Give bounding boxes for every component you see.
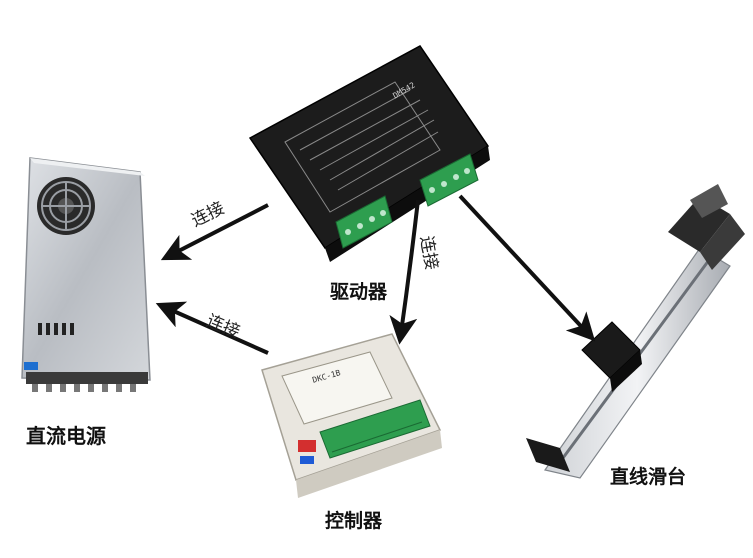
power-terminal-strip: [26, 372, 148, 392]
controller-terminal-block: [319, 399, 431, 459]
linear-stage-label: 直线滑台: [610, 466, 687, 488]
stepper-motor: [668, 184, 745, 270]
driver-label-panel: [284, 81, 441, 213]
driver-terminal-left: [335, 195, 393, 249]
dip-switch: [298, 440, 316, 464]
driver-node: [248, 45, 490, 262]
brand-mark: [24, 362, 38, 370]
controller-label-panel: [281, 351, 393, 425]
power-supply-node: [21, 157, 151, 392]
arrow-driver-to-stage: [458, 194, 596, 342]
driver-label: 驱动器: [330, 281, 388, 303]
vent-slots: [38, 323, 74, 335]
arrow-driver-to-power: [160, 203, 269, 261]
power-supply-label: 直流电源: [26, 424, 106, 448]
linear-stage-node: [526, 184, 745, 479]
fan-icon: [37, 177, 95, 235]
stage-end-block: [526, 438, 570, 472]
arrow-controller-to-power: [155, 301, 269, 355]
arrow-driver-to-controller: [389, 199, 420, 345]
arrows: [155, 194, 596, 355]
driver-terminal-right: [419, 153, 479, 207]
controller-node: [261, 333, 442, 498]
controller-label: 控制器: [325, 510, 383, 532]
